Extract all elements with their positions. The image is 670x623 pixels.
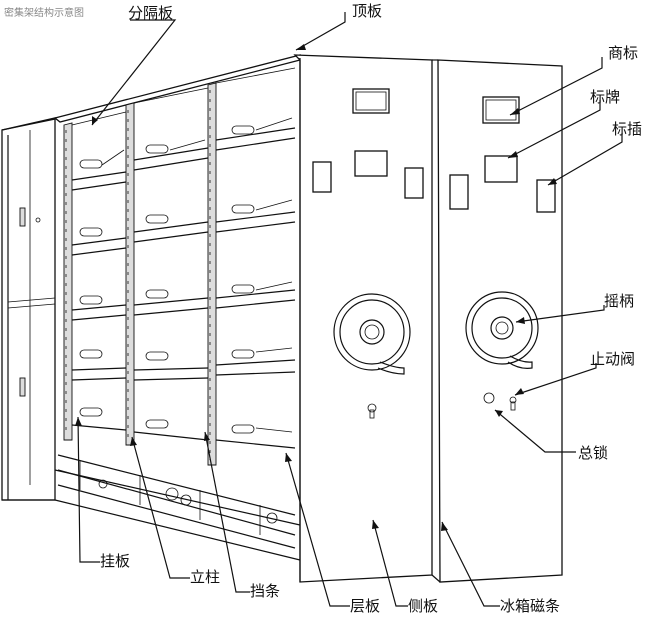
side-panel-2 <box>431 59 563 583</box>
top-panel <box>53 54 301 123</box>
label-hanging-plate: 挂板 <box>100 552 130 570</box>
hand-crank-wheel-1 <box>333 293 411 375</box>
label-hand-crank: 摇柄 <box>604 292 634 310</box>
shelf-boards <box>71 67 296 449</box>
label-sign-slot: 标插 <box>612 120 642 138</box>
sign-plate-2 <box>484 155 518 183</box>
label-stop-valve: 止动阀 <box>590 350 635 368</box>
hand-crank-wheel-2 <box>465 291 539 369</box>
label-fridge-magnet-strip: 冰箱磁条 <box>500 597 560 615</box>
sign-slot-2a <box>449 174 469 210</box>
sign-slot-1b <box>404 167 424 199</box>
label-divider: 分隔板 <box>128 4 173 22</box>
lock-2 <box>483 392 517 411</box>
side-panel-1 <box>293 54 433 583</box>
label-top-board: 顶板 <box>352 2 382 20</box>
sign-slot-1a <box>312 161 332 193</box>
label-stop-strip: 挡条 <box>250 582 280 600</box>
label-master-lock: 总锁 <box>578 444 608 462</box>
sign-slot-2b <box>536 179 556 213</box>
diagram-title: 密集架结构示意图 <box>4 8 84 19</box>
leader-lines <box>75 12 623 607</box>
upright-posts <box>63 82 217 466</box>
shelving-section <box>54 67 301 561</box>
base-track <box>57 454 296 549</box>
label-side-panel: 侧板 <box>408 597 438 615</box>
label-shelf-board: 层板 <box>350 597 380 615</box>
lock-1 <box>367 403 377 419</box>
stop-strips <box>79 117 293 434</box>
label-sign-plate: 标牌 <box>590 88 620 106</box>
trademark-frame-1 <box>352 88 390 114</box>
label-trademark: 商标 <box>608 44 638 62</box>
label-upright-post: 立柱 <box>190 568 220 586</box>
trademark-frame-2 <box>482 96 520 124</box>
sign-plate-1 <box>354 150 388 177</box>
